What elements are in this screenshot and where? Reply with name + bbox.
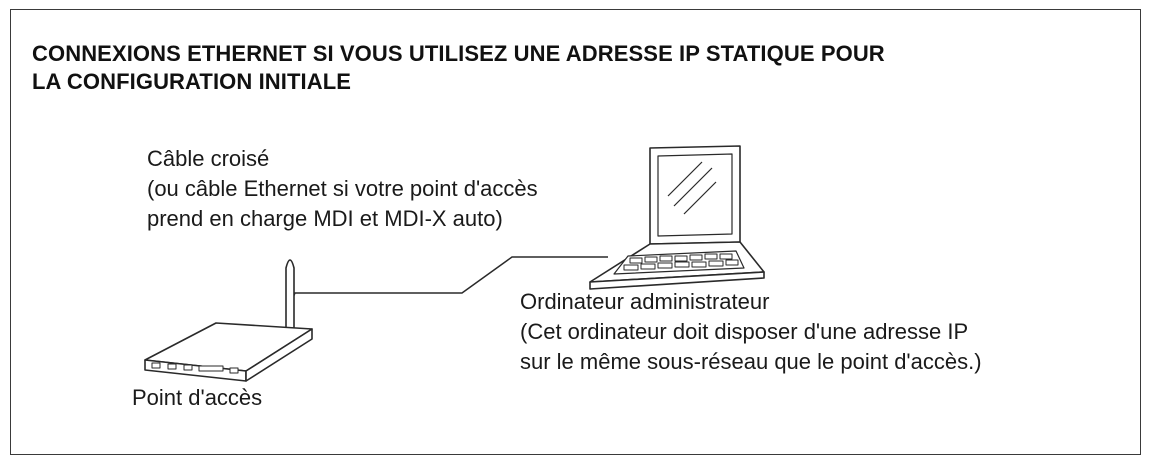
computer-label: Ordinateur administrateur (Cet ordinateu… bbox=[520, 287, 982, 377]
cable-label-line-1: Câble croisé bbox=[147, 146, 270, 171]
cable-label-line-3: prend en charge MDI et MDI-X auto) bbox=[147, 206, 503, 231]
title-line-2: LA CONFIGURATION INITIALE bbox=[32, 69, 352, 94]
diagram-title: CONNEXIONS ETHERNET SI VOUS UTILISEZ UNE… bbox=[32, 40, 1122, 96]
computer-label-line-3: sur le même sous-réseau que le point d'a… bbox=[520, 349, 982, 374]
access-point-label: Point d'accès bbox=[132, 385, 263, 410]
access-point-icon bbox=[144, 259, 313, 382]
laptop-icon bbox=[589, 145, 765, 290]
cable-label: Câble croisé (ou câble Ethernet si votre… bbox=[147, 144, 538, 234]
title-line-1: CONNEXIONS ETHERNET SI VOUS UTILISEZ UNE… bbox=[32, 41, 885, 66]
cable-label-line-2: (ou câble Ethernet si votre point d'accè… bbox=[147, 176, 538, 201]
computer-label-line-1: Ordinateur administrateur bbox=[520, 289, 770, 314]
computer-label-line-2: (Cet ordinateur doit disposer d'une adre… bbox=[520, 319, 969, 344]
diagram-frame bbox=[10, 9, 1141, 455]
